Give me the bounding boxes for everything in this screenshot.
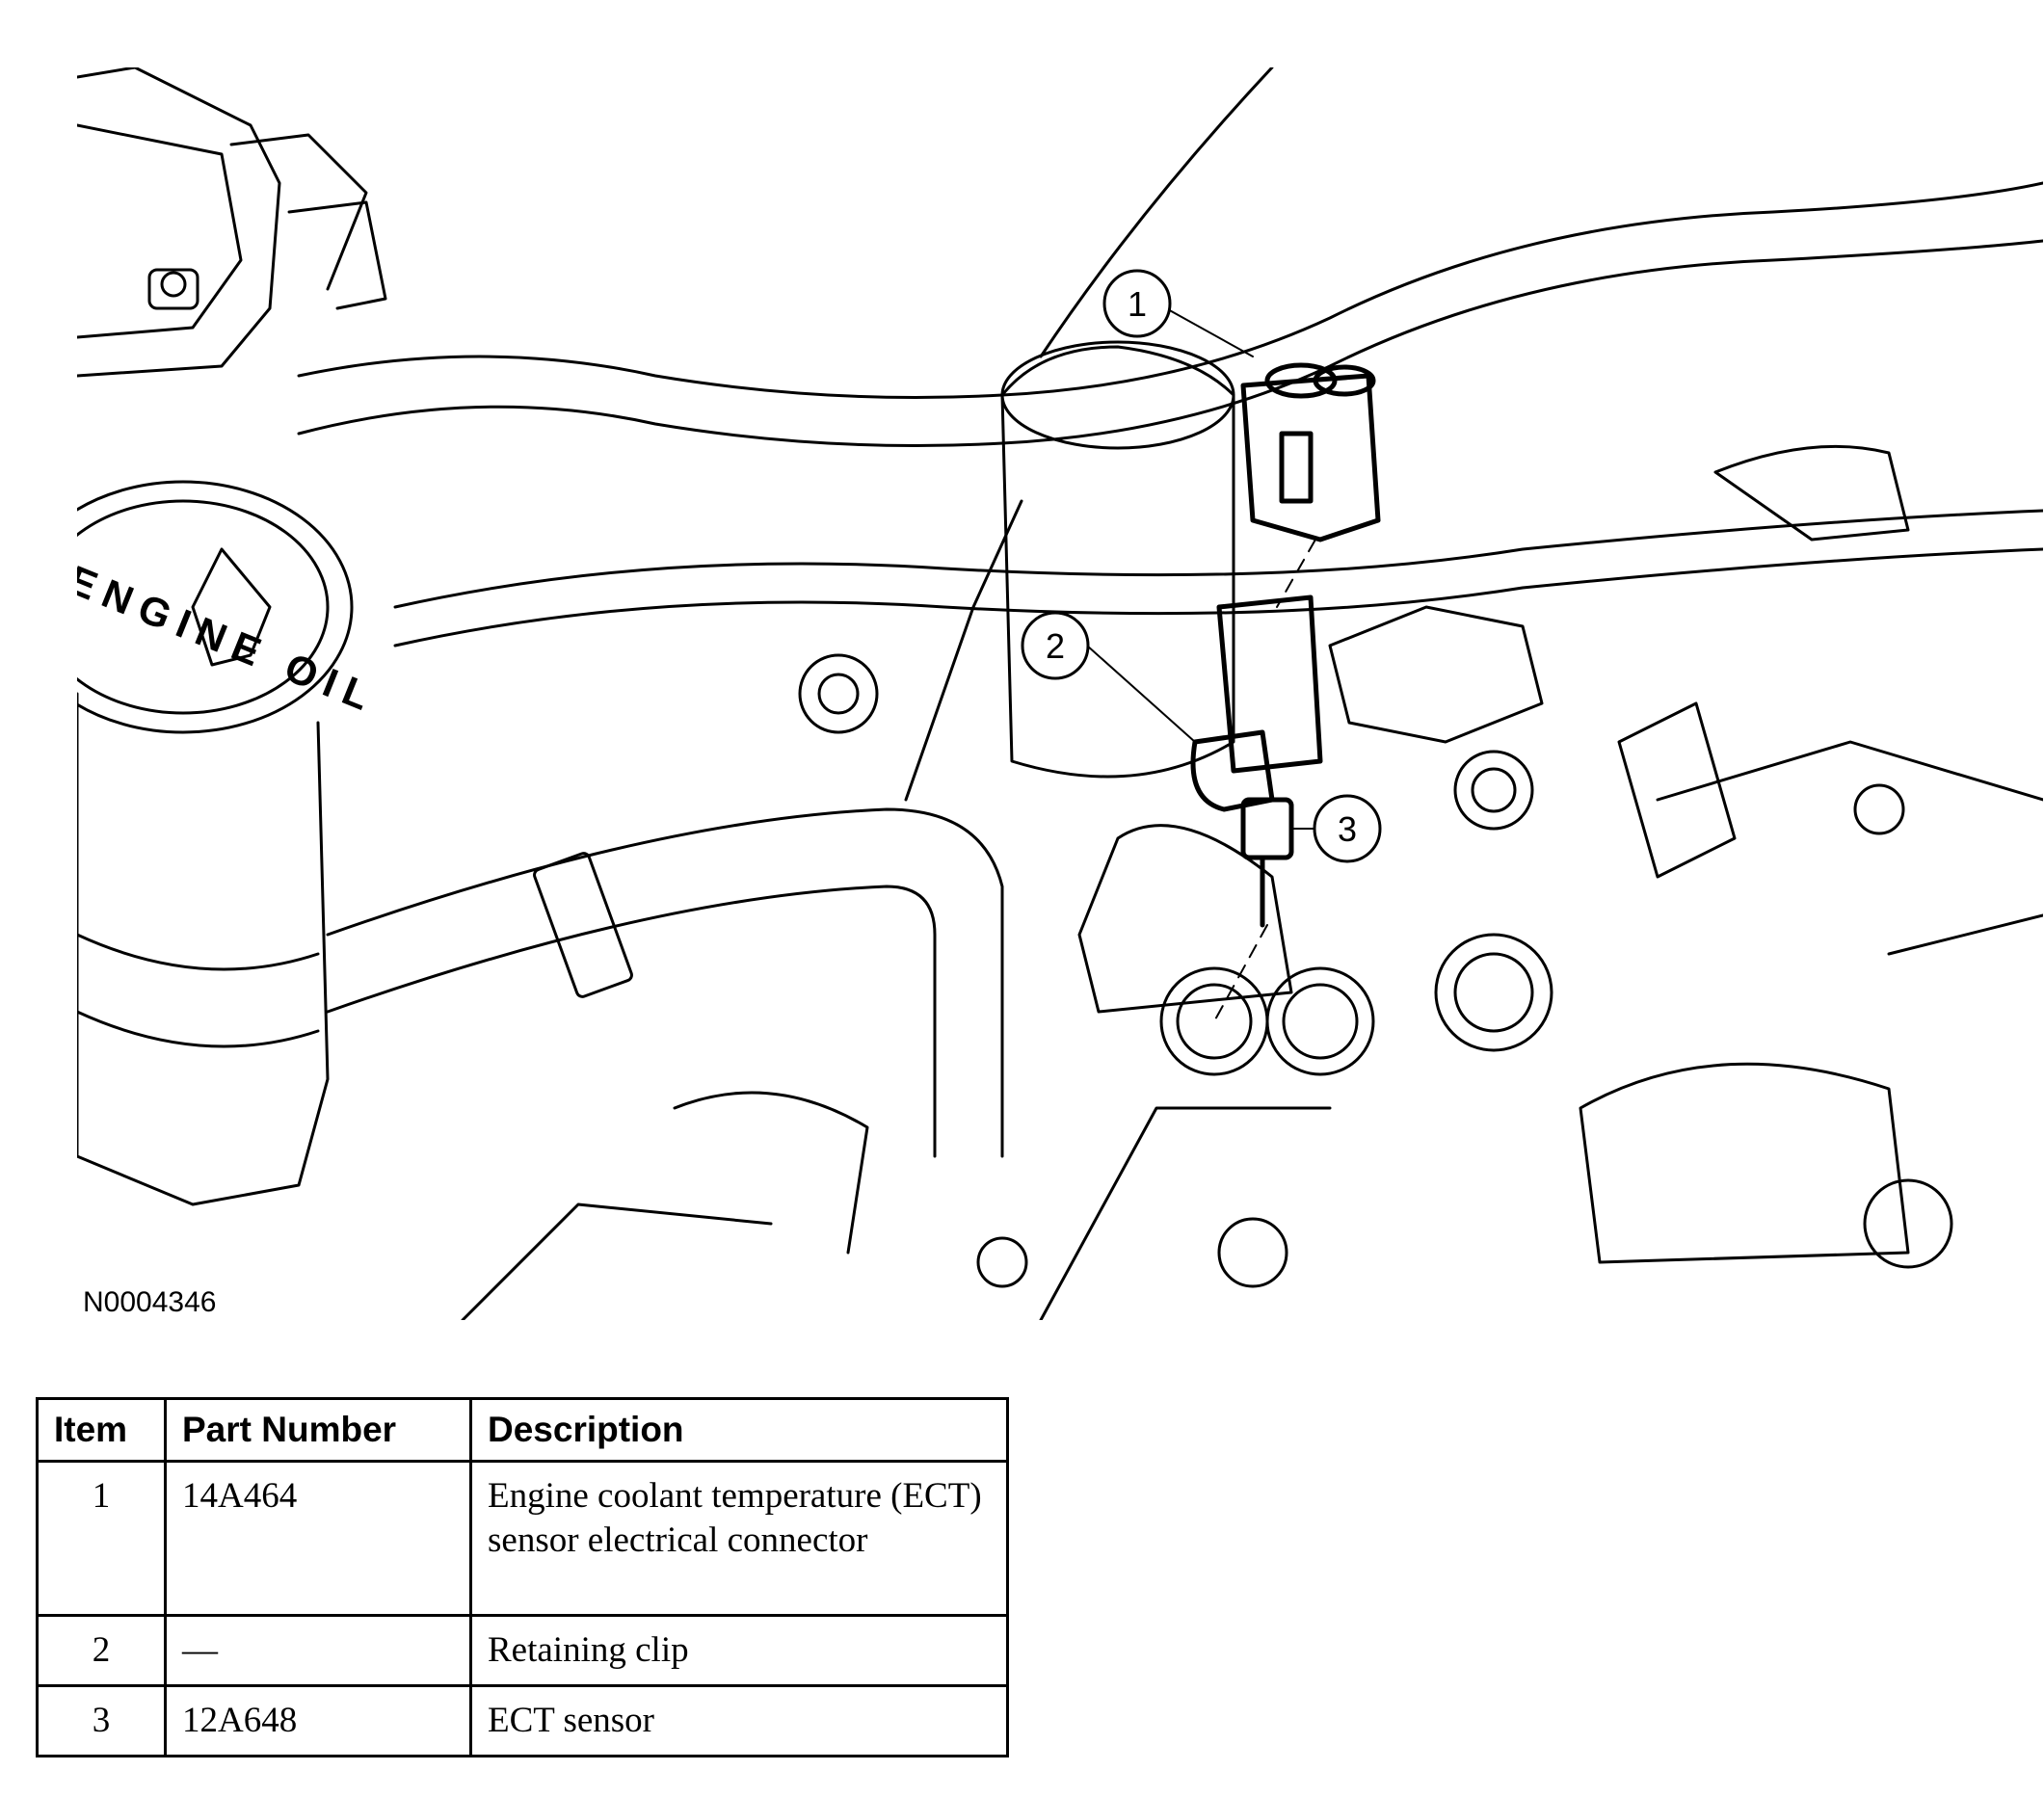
engine-oil-emboss: ENGINE OIL: [77, 557, 385, 723]
assembly-center-line: [1213, 539, 1316, 1022]
parts-table-header: Item Part Number Description: [36, 1397, 1009, 1463]
row-description: Engine coolant temperature (ECT) sensor …: [469, 1460, 1009, 1617]
row-part-number: 14A464: [164, 1460, 472, 1617]
callout-2-label: 2: [1046, 626, 1065, 666]
row-item: 2: [36, 1614, 167, 1687]
row-part-number: —: [164, 1614, 472, 1687]
table-row: 2 — Retaining clip: [36, 1614, 1009, 1687]
air-box-housing: [77, 67, 387, 378]
callout-3-label: 3: [1338, 809, 1357, 849]
engine-components-right: [461, 653, 2043, 1320]
header-part-number: Part Number: [164, 1397, 472, 1463]
row-part-number: 12A648: [164, 1684, 472, 1757]
row-item: 3: [36, 1684, 167, 1757]
oil-filler-cap: ENGINE OIL: [77, 480, 385, 1206]
callout-2: 2: [1021, 611, 1090, 680]
row-item: 1: [36, 1460, 167, 1617]
row-description: ECT sensor: [469, 1684, 1009, 1757]
callout-leaders: [1086, 307, 1316, 830]
parts-table: Item Part Number Description 1 14A464 En…: [36, 1397, 1009, 1757]
row-description: Retaining clip: [469, 1614, 1009, 1687]
callout-3: 3: [1313, 794, 1382, 863]
thermostat-housing: [904, 67, 1375, 1076]
callout-1: 1: [1102, 269, 1172, 338]
ect-electrical-connector: [1240, 362, 1381, 542]
retaining-clip: [1190, 729, 1275, 812]
wiring-harness: [297, 181, 2043, 744]
coolant-hose: [326, 807, 1004, 1158]
figure-id: N0004346: [83, 1286, 217, 1318]
engine-illustration: ENGINE OIL: [77, 67, 2043, 1320]
table-row: 3 12A648 ECT sensor: [36, 1684, 1009, 1757]
header-item: Item: [36, 1397, 167, 1463]
table-row: 1 14A464 Engine coolant temperature (ECT…: [36, 1460, 1009, 1617]
header-description: Description: [469, 1397, 1009, 1463]
callout-1-label: 1: [1128, 284, 1147, 324]
